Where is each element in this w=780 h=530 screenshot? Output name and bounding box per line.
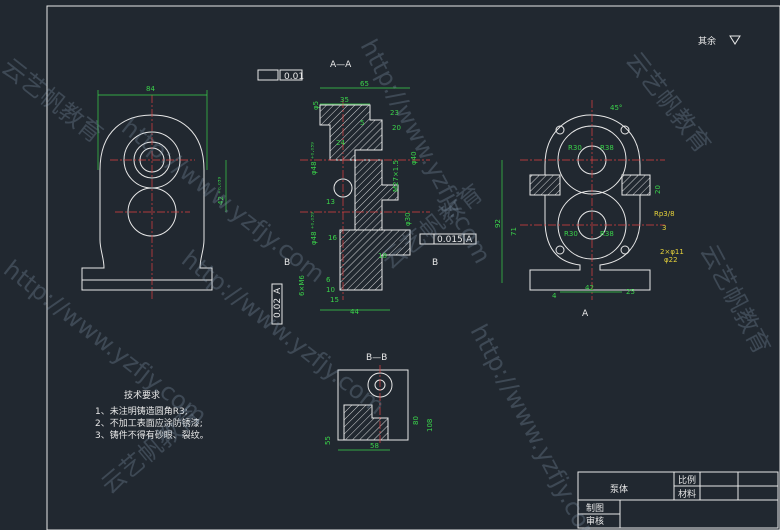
side-flat-datum: A — [273, 287, 283, 294]
dim-aa-m6: 6×M6 — [298, 275, 306, 296]
dim-right-20: 20 — [654, 185, 662, 194]
tech-title: 技术要求 — [124, 389, 160, 401]
dim-right-3: 3 — [662, 224, 666, 232]
dim-aa-phi40: φ40 — [410, 151, 418, 165]
dim-aa-10: 10 — [326, 286, 335, 294]
dim-right-angle: 45° — [610, 104, 622, 112]
watermark-url: http://www.yzfjy.com — [0, 255, 212, 431]
dim-right-r30a: R30 — [568, 144, 582, 152]
scale-label: 比例 — [678, 474, 696, 486]
watermark-url: http://www.yzfjy.com — [465, 320, 607, 530]
dim-aa-5: 5 — [360, 119, 364, 127]
surface-finish-icon — [729, 35, 741, 45]
watermark-brand: 云艺帆教育 — [0, 53, 108, 149]
cut-b-right: B — [432, 258, 438, 268]
watermark-url: http://www.yzfjy.com — [116, 113, 330, 289]
dim-left-width: 84 — [146, 85, 155, 93]
dim-aa-13: 13 — [326, 198, 335, 206]
tech-item: 1、未注明铸造圆角R3; — [95, 405, 188, 417]
dim-aa-phi48a: φ48 ⁺⁰·⁰³⁹ — [310, 142, 318, 175]
section-bb-view: B—B 58 55 80 108 — [324, 353, 434, 451]
dim-right-71: 71 — [510, 227, 518, 236]
cut-b-left: B — [284, 258, 290, 268]
dim-right-r38b: R38 — [600, 230, 614, 238]
dim-right-holes: 2×φ11 — [660, 248, 684, 256]
dim-aa-35: 35 — [340, 96, 349, 104]
dim-aa-15: 15 — [330, 296, 339, 304]
dim-right-thread: Rp3/8 — [654, 210, 675, 218]
tech-item: 2、不加工表面应涂防锈漆; — [95, 417, 203, 429]
dim-aa-phi5: φ5 — [312, 101, 320, 110]
tech-item: 3、铸件不得有砂眼、裂纹。 — [95, 429, 209, 441]
watermark-brand: 云艺帆教育 — [695, 240, 776, 359]
side-flat-value: 0.02 — [273, 298, 283, 318]
flatness-value: 0.01 — [284, 72, 304, 82]
title-block: 泵体 比例 材料 制图 审核 — [577, 471, 779, 529]
dim-aa-6: 6 — [326, 276, 331, 284]
dim-aa-overall: 65 — [360, 80, 369, 88]
dim-right-4: 4 — [552, 292, 557, 300]
dim-bb-80: 80 — [412, 416, 420, 425]
dim-aa-20: 20 — [392, 124, 401, 132]
dim-aa-24: 24 — [336, 139, 345, 147]
corner-note: 其余 — [698, 35, 716, 47]
dim-right-25: 25 — [626, 288, 635, 296]
technical-requirements: 技术要求 1、未注明铸造圆角R3; 2、不加工表面应涂防锈漆; 3、铸件不得有砂… — [95, 389, 209, 441]
perp-datum: A — [466, 235, 473, 245]
dim-aa-18: 18 — [378, 252, 387, 260]
watermark-brand: 云艺帆教育 — [620, 46, 716, 158]
drawn-label: 制图 — [586, 502, 604, 514]
dim-aa-phi30: φ30 — [404, 212, 412, 226]
dim-right-42: 42 — [585, 284, 594, 292]
dim-bb-108: 108 — [426, 419, 434, 432]
dim-left-bore: 42 ⁺⁰·⁰³⁹ — [217, 177, 225, 205]
dim-right-counter: φ22 — [664, 256, 678, 264]
dim-right-92: 92 — [494, 219, 502, 228]
dim-right-r30b: R30 — [564, 230, 578, 238]
part-name: 泵体 — [610, 483, 628, 495]
cut-a-marker: A — [582, 309, 589, 319]
section-bb-label: B—B — [366, 353, 387, 363]
dim-right-r38a: R38 — [600, 144, 614, 152]
dim-bb-58: 58 — [370, 442, 379, 450]
dim-aa-23: 23 — [390, 109, 399, 117]
dim-bb-55: 55 — [324, 436, 332, 445]
dim-aa-44: 44 — [350, 308, 359, 316]
drawing-frame — [46, 5, 780, 530]
checked-label: 审核 — [586, 515, 604, 527]
dim-aa-thread: M27×1.5 — [392, 160, 400, 192]
section-aa-view: A—A 0.01 65 35 23 20 24 5 13 18 16 44 15… — [257, 60, 477, 325]
dim-aa-phi48b: φ48 ⁺⁰·⁰³⁹ — [310, 212, 318, 245]
section-aa-label: A—A — [330, 60, 352, 70]
left-view: 84 42 ⁺⁰·⁰³⁹ — [81, 85, 227, 300]
watermark-layer: http://www.yzfjy.com http://www.yzfjy.co… — [0, 35, 776, 530]
material-label: 材料 — [678, 488, 696, 500]
dim-aa-16: 16 — [328, 234, 337, 242]
right-view: 45° R30 R38 R30 R38 92 71 20 42 4 25 Rp3… — [494, 100, 684, 319]
perp-tolerance: 0.015 — [437, 235, 463, 245]
